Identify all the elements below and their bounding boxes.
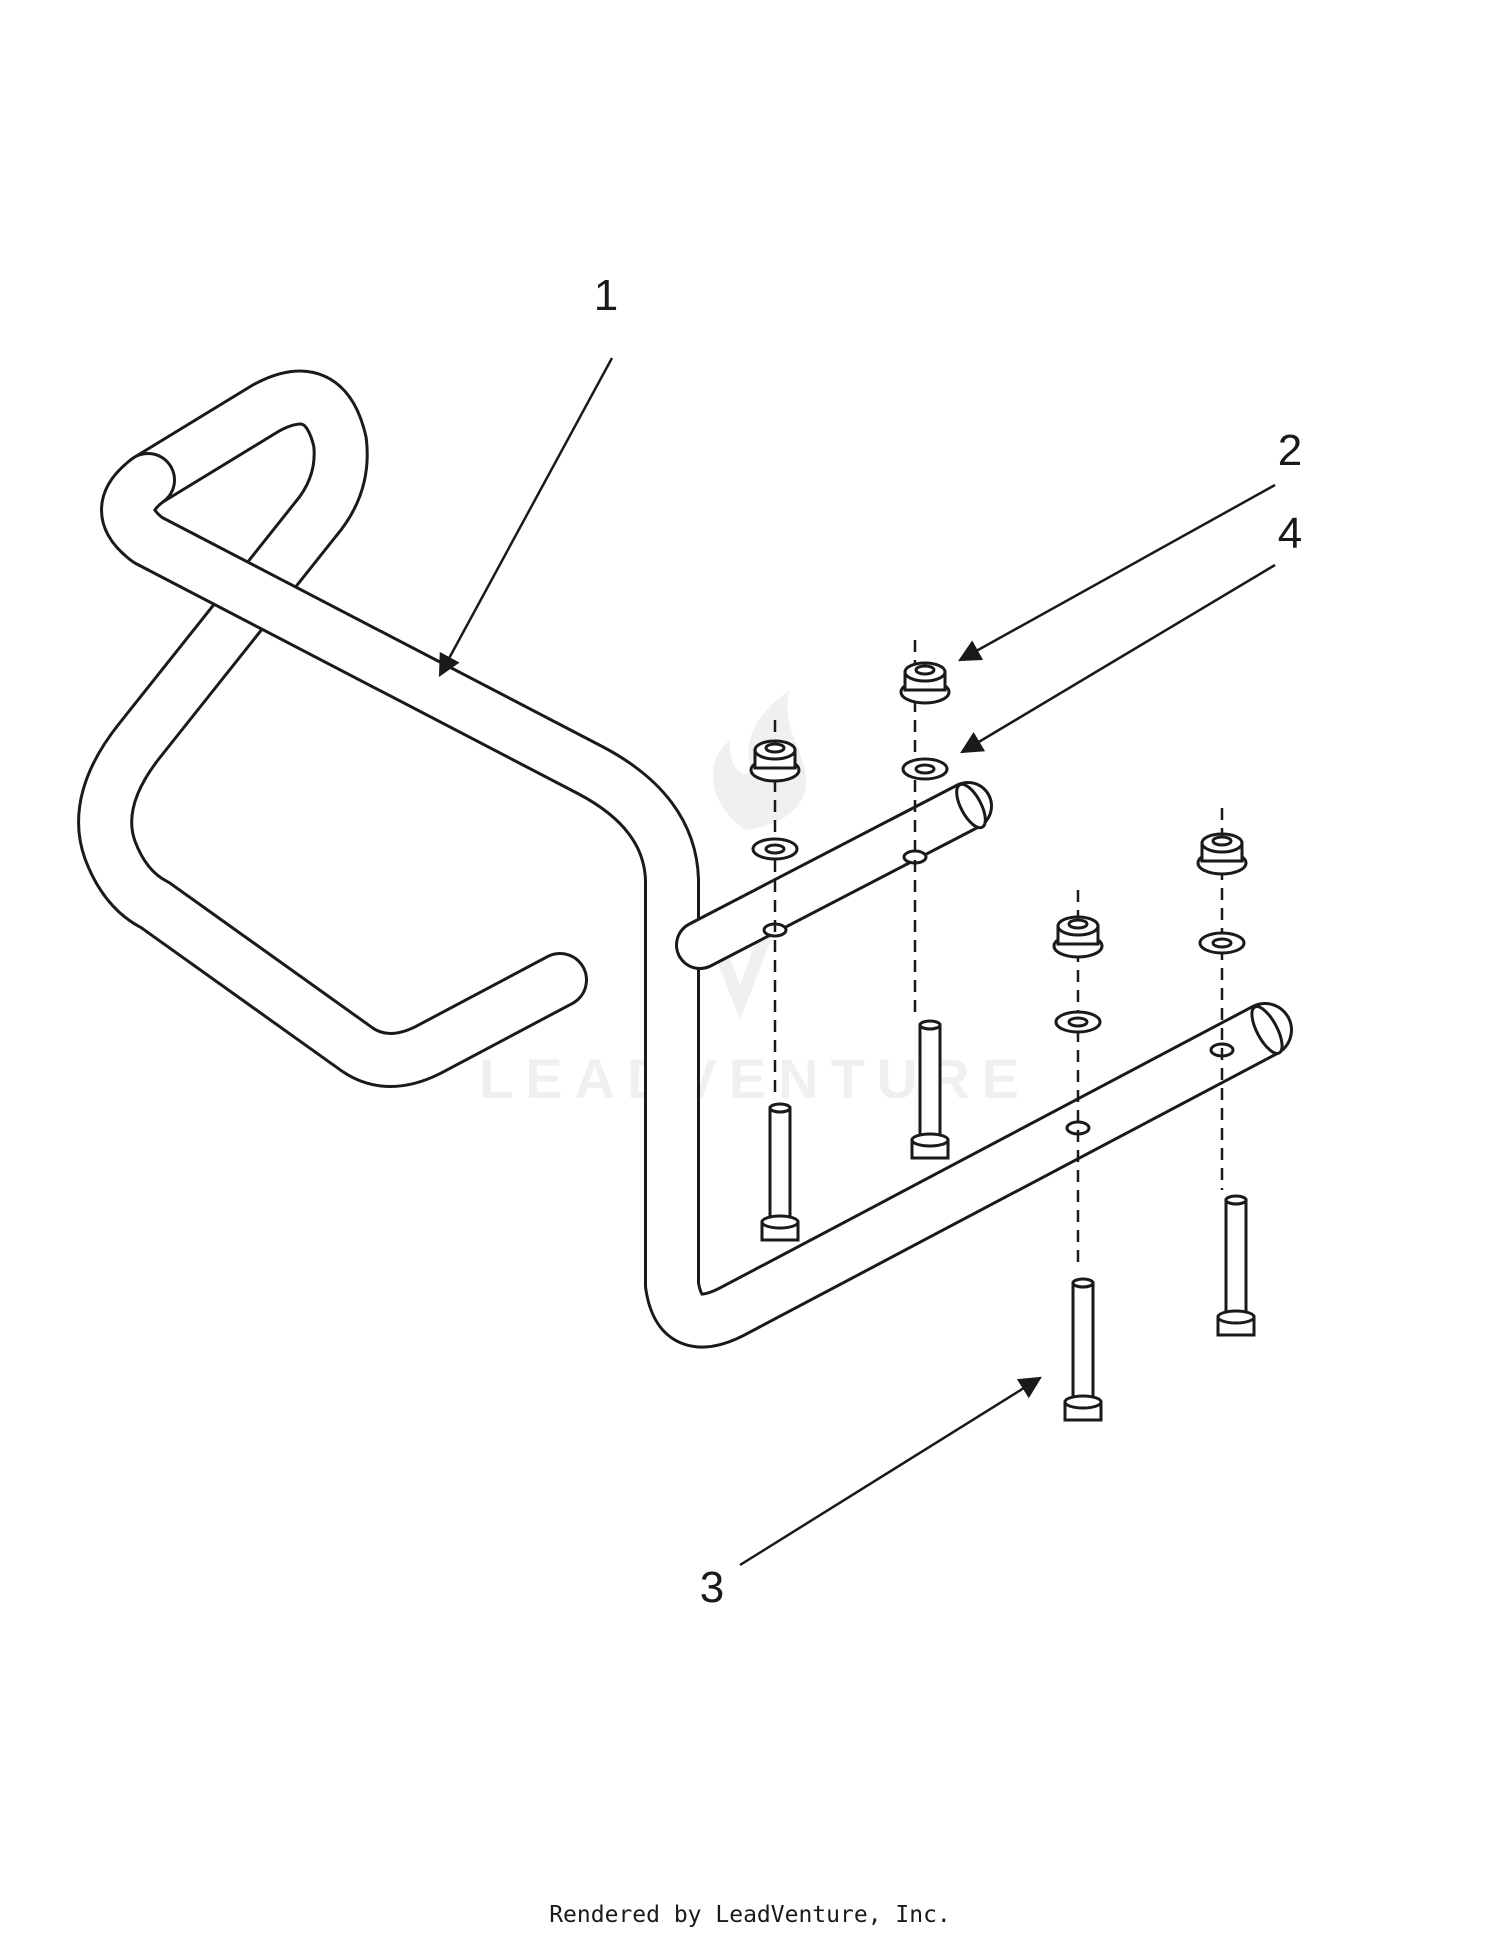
leader-lines: [438, 357, 1276, 1567]
leader-3: [739, 1376, 1042, 1567]
callout-4: 4: [1278, 509, 1302, 558]
hex-bolt: [1216, 1194, 1256, 1337]
flange-nut: [749, 739, 801, 783]
hex-bolt: [760, 1102, 800, 1242]
leader-1: [438, 357, 614, 677]
flange-nut: [1052, 915, 1104, 959]
leader-4: [960, 563, 1276, 754]
flange-nut: [1196, 832, 1248, 876]
flange-nut: [899, 661, 951, 705]
hardware: [749, 661, 1256, 1422]
callout-3: 3: [700, 1563, 724, 1612]
roll-bar-frame: [77, 369, 1293, 1349]
watermark-text: LEADVENTURE: [479, 1047, 1031, 1110]
callout-1: 1: [594, 271, 618, 320]
hex-bolt: [1063, 1277, 1103, 1422]
callout-2: 2: [1278, 426, 1302, 475]
hex-bolt: [910, 1019, 950, 1160]
leader-2: [958, 483, 1276, 662]
footer-credit: Rendered by LeadVenture, Inc.: [549, 1902, 951, 1928]
washer: [751, 757, 1246, 1034]
callout-labels: 1 2 4 3: [594, 271, 1302, 1612]
